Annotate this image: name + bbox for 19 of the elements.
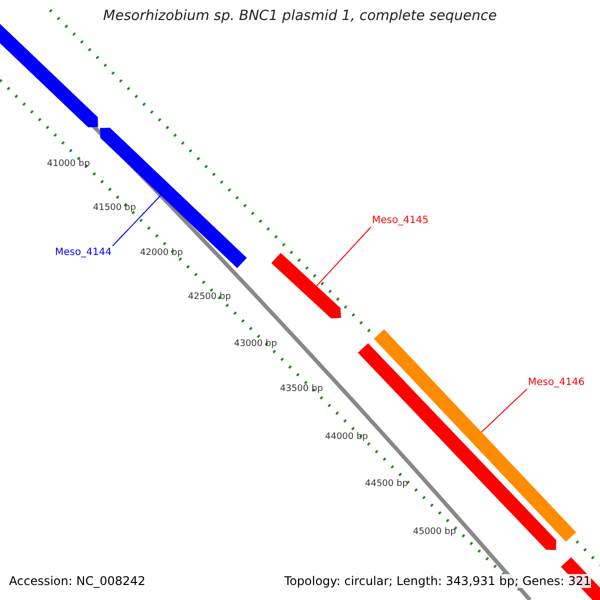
sequence-summary: Topology: circular; Length: 343,931 bp; Genes: 321 xyxy=(284,574,591,588)
gene-label: Meso_4146 xyxy=(528,377,585,388)
scale-label: 43000 bp xyxy=(234,339,277,349)
scale-label: 42000 bp xyxy=(140,248,183,258)
scale-label: 44000 bp xyxy=(325,432,368,442)
map-title: Mesorhizobium sp. BNC1 plasmid 1, complete sequence xyxy=(102,8,498,24)
gene-label: Meso_4144 xyxy=(55,247,112,258)
scale-label: 41000 bp xyxy=(47,159,90,169)
scale-label: 44500 bp xyxy=(365,479,408,489)
leader-line xyxy=(316,226,372,286)
gene-feature xyxy=(271,252,341,318)
scale-label: 42500 bp xyxy=(188,292,231,302)
scale-label: 43500 bp xyxy=(280,384,323,394)
scale-label: 41500 bp xyxy=(93,203,136,213)
gene-label: Meso_4145 xyxy=(372,215,429,226)
leader-line xyxy=(480,388,528,433)
accession-text: Accession: NC_008242 xyxy=(9,574,146,588)
scale-label: 45000 bp xyxy=(413,527,456,537)
leader-line xyxy=(112,194,162,246)
